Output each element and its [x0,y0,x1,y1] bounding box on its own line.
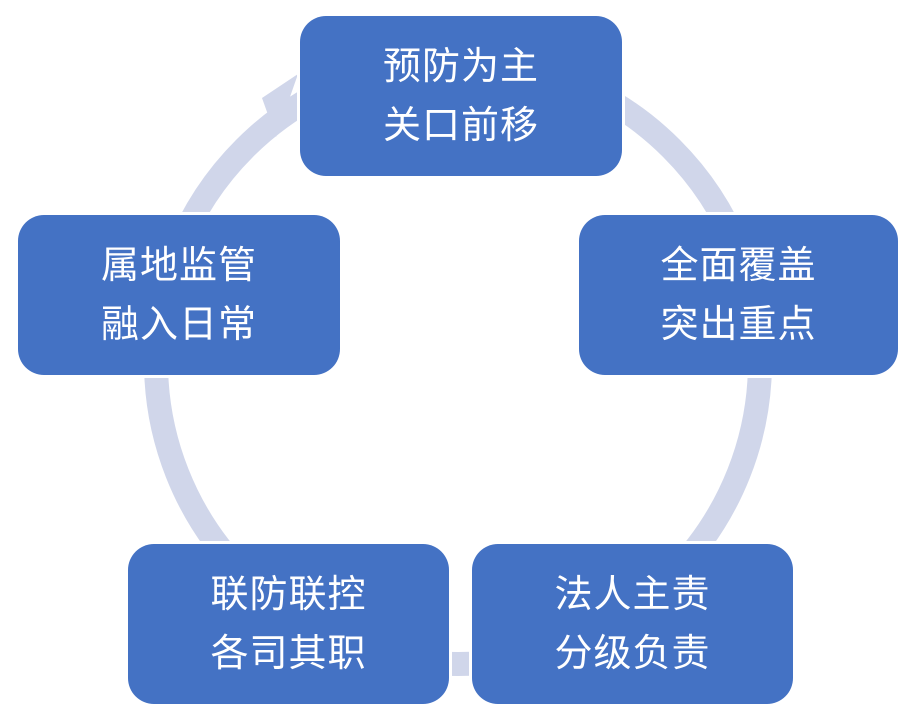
node-line-1: 全面覆盖 [660,243,817,288]
node-line-2: 分级负责 [554,631,711,675]
node-line-2: 突出重点 [660,302,817,346]
cycle-arrowhead [262,74,298,137]
node-line-2: 关口前移 [382,103,539,147]
node-line-1: 属地监管 [100,243,257,288]
node-line-1: 预防为主 [382,44,539,89]
cycle-node-territorial: 属地监管 融入日常 [18,215,340,375]
cycle-node-coverage: 全面覆盖 突出重点 [579,215,898,375]
cycle-node-responsibility: 法人主责 分级负责 [472,544,793,704]
cycle-node-prevention: 预防为主 关口前移 [300,16,622,176]
node-line-1: 联防联控 [210,572,367,617]
node-line-2: 融入日常 [100,302,257,346]
node-line-2: 各司其职 [210,631,367,675]
node-line-1: 法人主责 [554,572,711,617]
cycle-node-joint-control: 联防联控 各司其职 [128,544,449,704]
